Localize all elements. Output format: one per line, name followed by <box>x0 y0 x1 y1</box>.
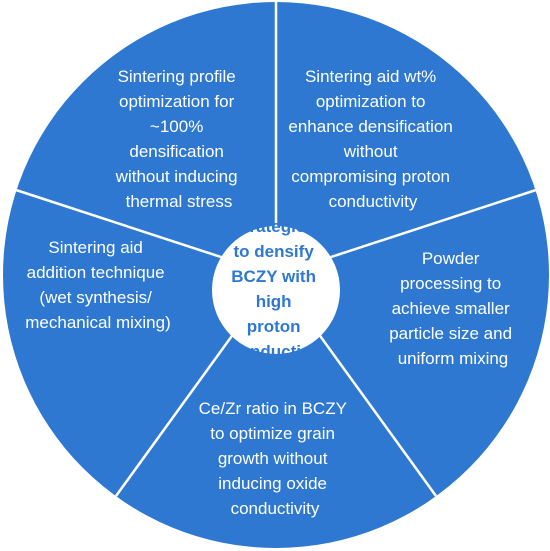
segment-line: without inducing <box>115 167 238 186</box>
segment-text-right: Powder processing to achieve smaller par… <box>389 249 517 368</box>
segment-text-top-left: Sintering profile optimization for ~100%… <box>115 67 243 211</box>
segment-line: enhance densification <box>288 117 452 136</box>
center-line: conduction <box>230 342 322 361</box>
center-line: high <box>256 292 292 311</box>
segment-line: inducing oxide <box>218 474 327 493</box>
center-circle <box>212 226 340 354</box>
segment-line: Powder <box>422 249 480 268</box>
segment-line: optimization for <box>119 92 235 111</box>
segment-line: uniform mixing <box>398 349 509 368</box>
segment-line: conductivity <box>231 499 320 518</box>
segment-line: Sintering profile <box>118 67 236 86</box>
segment-line: compromising proton <box>291 167 450 186</box>
segment-text-bottom: Ce/Zr ratio in BCZY to optimize grain gr… <box>199 399 352 518</box>
segment-line: ~100% <box>150 117 203 136</box>
center-line: to densify <box>233 242 314 261</box>
segment-line: processing to <box>400 274 501 293</box>
center-line: BCZY with <box>231 267 316 286</box>
segment-text-left: Sintering aid addition technique (wet sy… <box>25 238 171 332</box>
center-line: Strategies <box>233 217 315 236</box>
segment-line: addition technique <box>27 263 165 282</box>
segment-line: growth without <box>218 449 328 468</box>
segment-line: achieve smaller <box>392 299 510 318</box>
segment-line: thermal stress <box>126 192 233 211</box>
segment-line: densification <box>129 142 224 161</box>
segment-line: conductivity <box>329 192 418 211</box>
segment-line: to optimize grain <box>210 424 335 443</box>
center-title: Strategies to densify BCZY with high pro… <box>230 217 322 361</box>
segment-line: mechanical mixing) <box>25 313 171 332</box>
segment-line: Sintering aid <box>48 238 143 257</box>
segment-line: Sintering aid wt% <box>305 67 436 86</box>
segment-line: without <box>343 142 398 161</box>
segment-line: (wet synthesis/ <box>39 288 152 307</box>
segment-line: particle size and <box>389 324 512 343</box>
segment-line: Ce/Zr ratio in BCZY <box>199 399 347 418</box>
segment-text-top-right: Sintering aid wt% optimization to enhanc… <box>288 67 457 211</box>
segment-line: optimization to <box>316 92 426 111</box>
center-line: proton <box>247 317 301 336</box>
